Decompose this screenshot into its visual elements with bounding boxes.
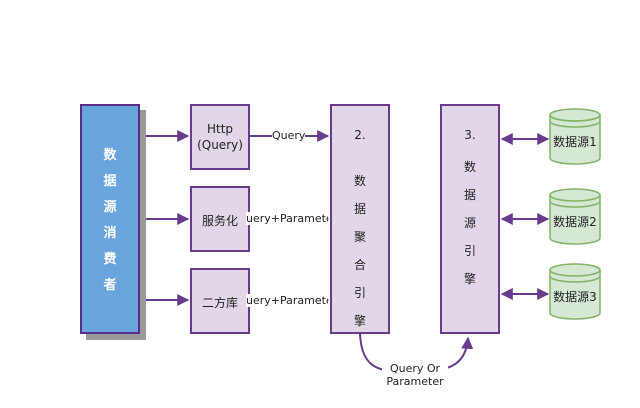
agg-char: 聚 [353,230,366,244]
edge-label-query: Query [272,129,306,142]
agg-char: 擎 [353,314,366,328]
datasource-3-cylinder [549,263,601,320]
edge-label-query-or-parameter: Query Or Parameter [382,362,448,388]
consumer-char: 者 [103,278,117,293]
datasource-engine-box: 3. 数 据 源 引 擎 [440,104,500,334]
agg-char: 据 [353,202,366,216]
edge-label-query-param-library: uery+Paramete [246,294,328,307]
consumer-char: 据 [103,174,117,189]
engine-char: 引 [463,244,476,258]
consumer-char: 源 [103,200,117,215]
datasource-1-label: 数据源1 [553,135,597,149]
agg-char: 引 [353,286,366,300]
engine-char: 源 [463,216,476,230]
http-label: Http [206,122,234,136]
service-label: 服务化 [201,214,238,228]
agg-char: 2. [354,128,366,142]
datasource-2-label: 数据源2 [553,215,597,229]
datasource-2-cylinder [549,188,601,245]
engine-char: 数 [463,160,476,174]
agg-char: 合 [353,258,366,272]
datasource-1-cylinder [549,108,601,165]
consumer-char: 费 [103,252,117,267]
http-query-label: (Query) [197,138,243,152]
http-query-box: Http (Query) [190,104,250,170]
edge-label-line2: Parameter [386,375,444,388]
engine-char: 据 [463,188,476,202]
aggregation-engine-box: 2. 数 据 聚 合 引 擎 [330,104,390,334]
consumer-char: 数 [103,148,117,163]
agg-char: 数 [353,174,366,188]
engine-char: 擎 [463,272,476,286]
engine-char: 3. [464,128,476,142]
consumer-char: 消 [103,226,117,241]
edge-label-query-param-service: uery+Paramete [246,212,328,225]
edge-label-line1: Query Or [389,362,441,375]
library-box: 二方库 [190,268,250,334]
library-label: 二方库 [201,296,238,310]
service-box: 服务化 [190,186,250,252]
datasource-consumer-box: 数 据 源 消 费 者 [80,104,140,334]
datasource-3-label: 数据源3 [553,290,597,304]
